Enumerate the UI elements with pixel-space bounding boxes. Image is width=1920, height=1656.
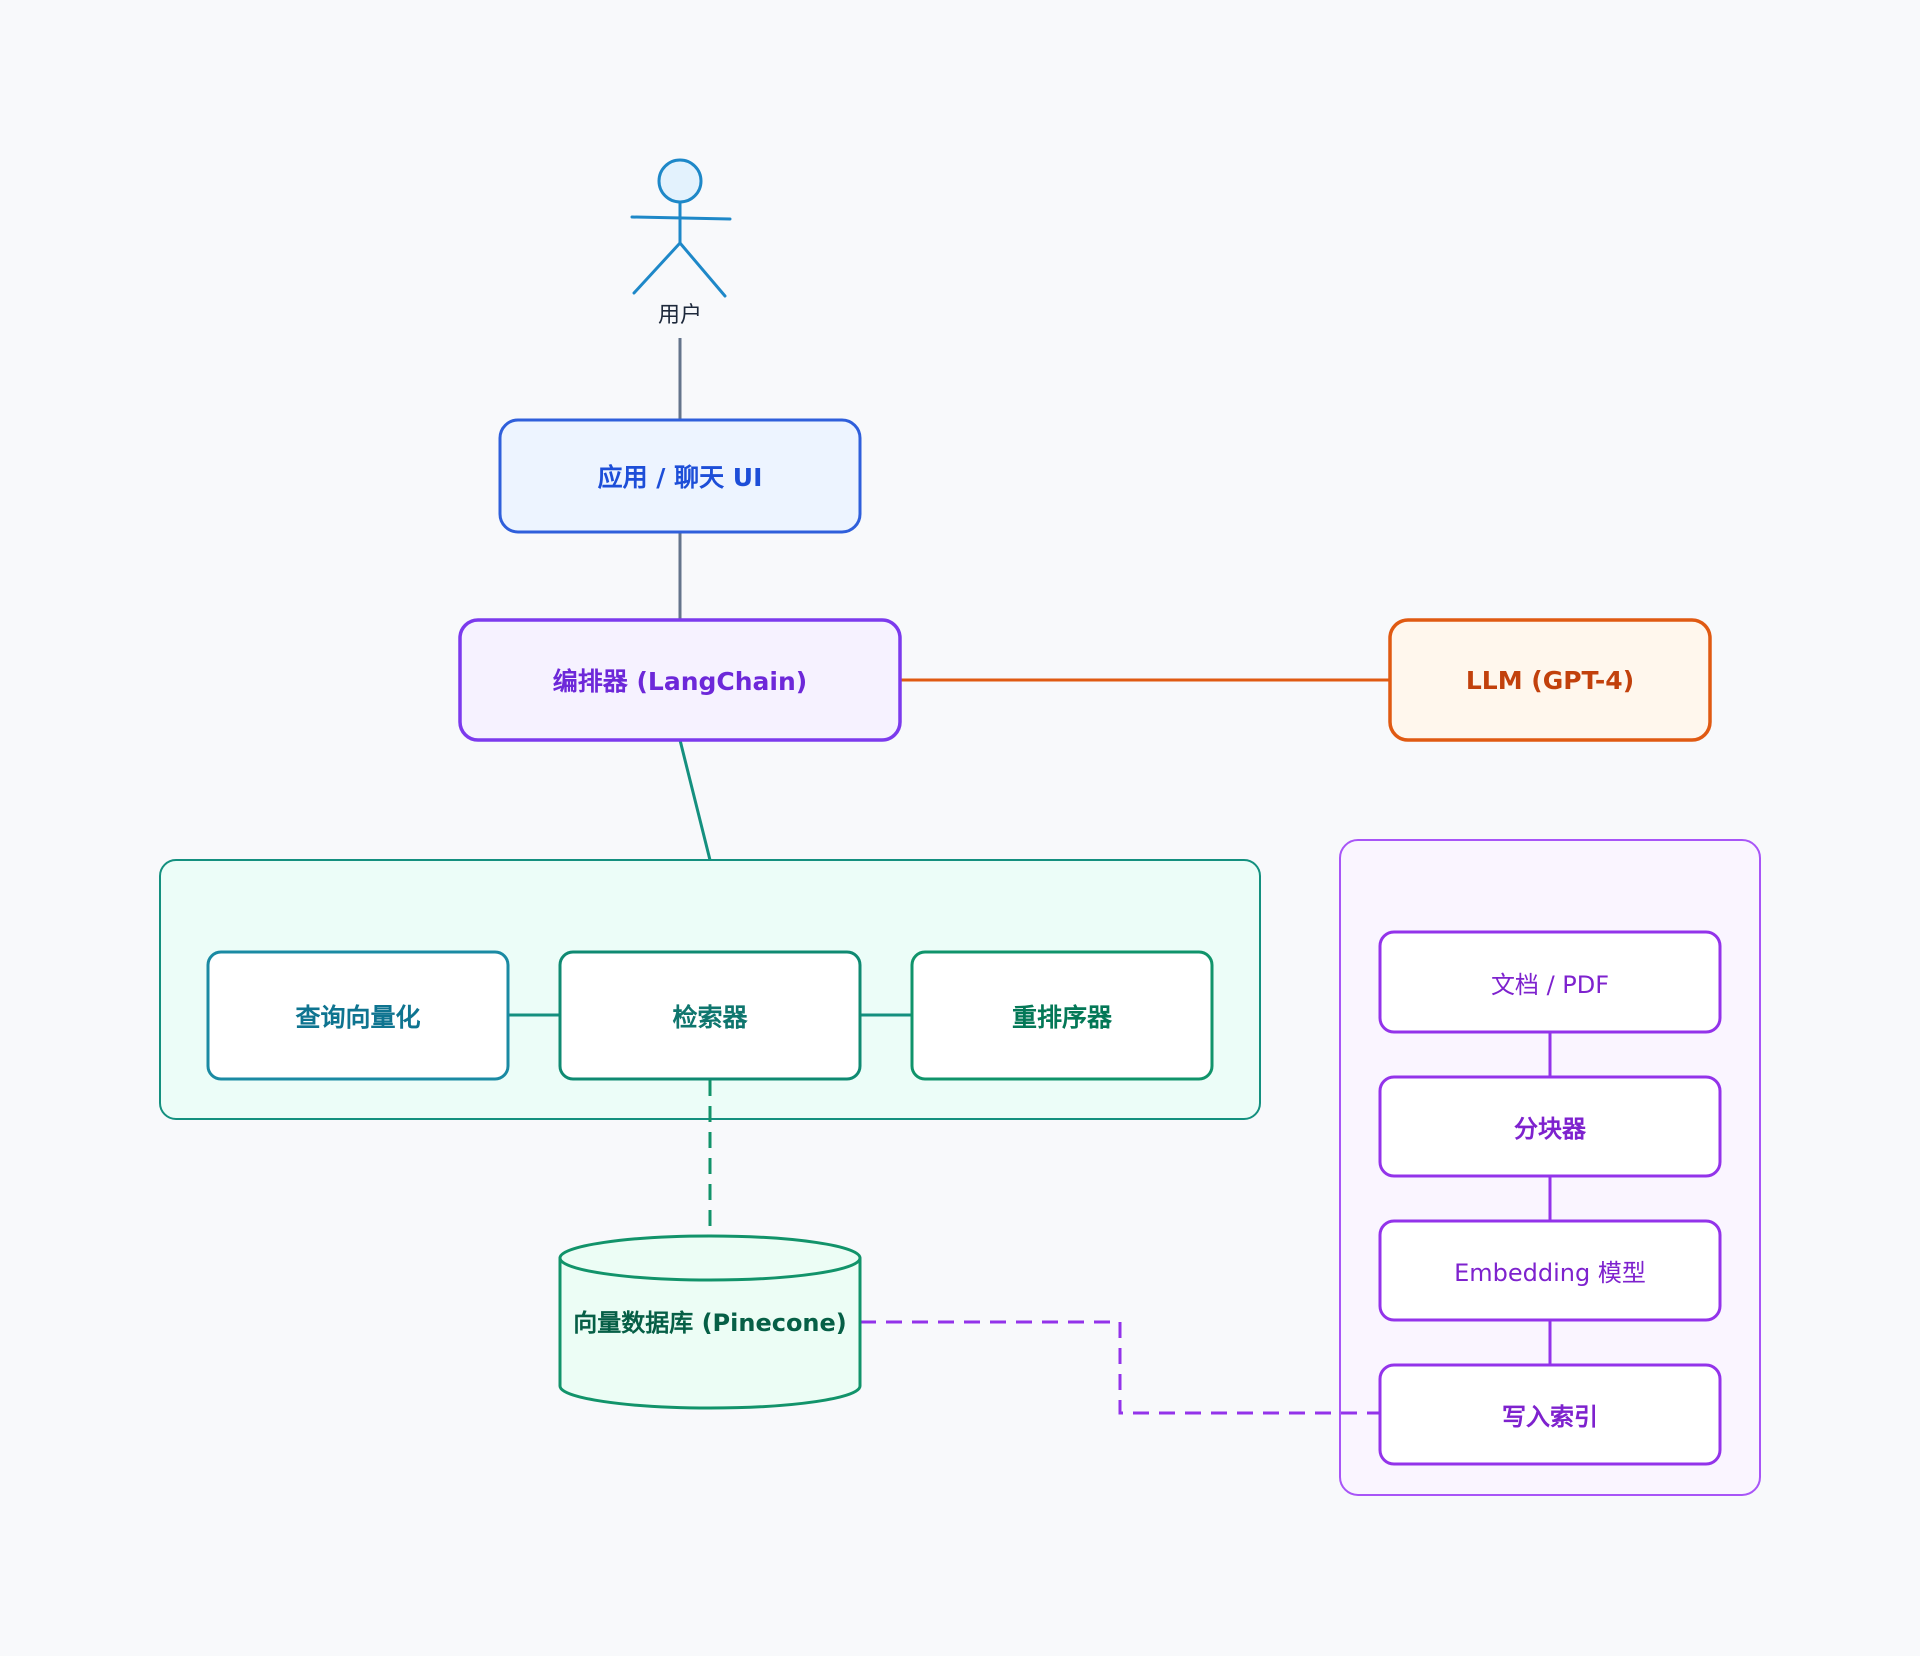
docs-label: 文档 / PDF <box>1490 970 1610 999</box>
docs-node[interactable] <box>1378 930 1722 1034</box>
orchestrator-node[interactable] <box>458 618 902 742</box>
llm-node[interactable] <box>1388 618 1712 742</box>
edge-orchestrator-retrieval <box>678 739 712 861</box>
app-ui-label: 应用 / 聊天 UI <box>597 463 763 492</box>
query-vectorize-node[interactable] <box>206 950 510 1081</box>
write-index-label: 写入索引 <box>1502 1403 1598 1431</box>
query-vectorize-label: 查询向量化 <box>295 1002 421 1032</box>
orchestrator-label: 编排器 (LangChain) <box>552 667 808 696</box>
chunker-node[interactable] <box>1378 1075 1722 1178</box>
write-index-node[interactable] <box>1378 1363 1722 1466</box>
llm-label: LLM (GPT-4) <box>1465 665 1635 695</box>
retriever-label: 检索器 <box>672 1002 748 1032</box>
chunker-label: 分块器 <box>1514 1115 1586 1143</box>
user-actor-label: 用户 <box>657 303 702 328</box>
app-ui-node[interactable] <box>498 418 862 534</box>
embedding-node[interactable] <box>1378 1219 1722 1322</box>
reranker-label: 重排序器 <box>1011 1002 1112 1032</box>
retriever-node[interactable] <box>558 950 862 1081</box>
vector-db-label: 向量数据库 (Pinecone) <box>573 1308 847 1337</box>
edge-vectordb-write-index <box>860 1320 1380 1415</box>
embedding-label: Embedding 模型 <box>1454 1259 1646 1287</box>
vector-db-node[interactable] <box>558 1234 862 1410</box>
user-actor-icon <box>630 158 732 298</box>
reranker-node[interactable] <box>910 950 1214 1081</box>
